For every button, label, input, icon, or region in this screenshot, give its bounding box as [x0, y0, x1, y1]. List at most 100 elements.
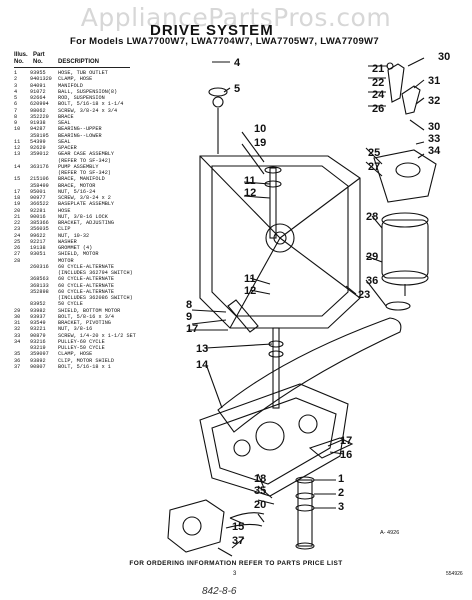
- header-divider: [14, 67, 130, 68]
- part-description: BOLT, 5/16-18 x 1: [58, 363, 111, 370]
- part-number: 83952: [30, 301, 46, 308]
- part-number: 95001: [30, 188, 46, 195]
- illus-number: 17: [14, 188, 21, 195]
- callout-5: 24: [372, 89, 385, 101]
- callout-33: 35: [254, 485, 267, 497]
- callout-36: 2: [338, 487, 345, 499]
- part-number: 90977: [30, 195, 46, 201]
- part-number: 93051: [30, 251, 46, 258]
- part-number: 352898: [30, 288, 49, 295]
- part-number: 93221: [30, 326, 46, 333]
- part-description: BRACKET, ADJUSTING: [58, 220, 115, 226]
- callout-6: 26: [372, 103, 385, 115]
- part-description: (REFER TO SF-342): [58, 170, 111, 176]
- callout-38: 15: [232, 521, 245, 533]
- part-number: 93937: [30, 313, 46, 320]
- parts-row: (REFER TO SF-342): [14, 158, 164, 164]
- part-description: MOTOR: [58, 257, 74, 264]
- part-description: BRACE, MANIFOLD: [58, 176, 105, 183]
- illus-number: 27: [14, 251, 21, 258]
- illus-number: 9: [14, 120, 18, 126]
- part-description: NUT, 5/16-24: [58, 188, 96, 195]
- illus-number: 13: [14, 151, 21, 158]
- illus-number: 28: [14, 257, 21, 264]
- drive-system-diagram: [167, 57, 437, 557]
- illus-number: 12: [14, 145, 21, 151]
- part-number: 98062: [30, 107, 46, 114]
- part-description: SEAL: [58, 120, 71, 126]
- illus-number: 1: [14, 70, 18, 76]
- part-description: HOSE: [58, 207, 71, 214]
- callout-11: 33: [428, 133, 441, 145]
- part-number: 368133: [30, 282, 49, 289]
- callout-18: 12: [244, 187, 257, 199]
- part-number: 93982: [30, 307, 46, 314]
- callout-21: 36: [366, 275, 379, 287]
- part-number: 92664: [30, 95, 46, 101]
- part-description: (INCLUDES 362086 SWITCH): [58, 295, 133, 301]
- part-number: 366522: [30, 201, 49, 208]
- part-description: SHIELD, MOTOR: [58, 251, 99, 258]
- part-description: GEAR CASE ASSEMBLY: [58, 151, 115, 158]
- part-description: SPACER: [58, 145, 77, 151]
- callout-9: 5: [234, 83, 241, 95]
- illus-number: 10: [14, 126, 21, 133]
- callout-16: 27: [368, 161, 381, 173]
- part-number: 90879: [30, 332, 46, 339]
- part-description: CLIP, MOTOR SHIELD: [58, 357, 115, 364]
- part-description: SCREW, 1/4-20 x 1-1/2 SET: [58, 332, 136, 339]
- illus-number: 5: [14, 95, 18, 101]
- callout-8: 4: [234, 57, 241, 69]
- callout-2: 21: [372, 63, 385, 75]
- parts-row: (INCLUDES 362794 SWITCH): [14, 270, 164, 276]
- part-description: NUT, 3/8-16 LOCK: [58, 213, 108, 220]
- illus-number: 32: [14, 326, 21, 333]
- part-number: 93892: [30, 357, 46, 364]
- handwritten-note: 842-8-6: [202, 586, 237, 597]
- callout-32: 18: [254, 473, 267, 485]
- part-description: MANIFOLD: [58, 82, 83, 89]
- part-description: SHIELD, BOTTOM MOTOR: [58, 307, 121, 314]
- ordering-note: FOR ORDERING INFORMATION REFER TO PARTS …: [129, 560, 343, 567]
- part-number: 359097: [30, 351, 49, 358]
- part-description: PULLEY-50 CYCLE: [58, 345, 105, 351]
- callout-17: 11: [244, 175, 256, 187]
- part-description: GROMMET (4): [58, 245, 93, 251]
- callout-39: 37: [232, 535, 245, 547]
- part-description: (INCLUDES 362794 SWITCH): [58, 270, 133, 276]
- part-description: 50 CYCLE: [58, 301, 83, 308]
- part-number: 54399: [30, 138, 46, 145]
- parts-row: 17 95001 NUT, 5/16-24: [14, 189, 164, 195]
- part-number: 92217: [30, 238, 46, 245]
- illus-number: 6: [14, 101, 18, 108]
- callout-22: 11: [244, 273, 256, 285]
- callout-3: 31: [428, 75, 441, 87]
- part-description: HOSE, TUB OUTLET: [58, 70, 108, 76]
- illus-number: 25: [14, 238, 21, 245]
- part-number: 215106: [30, 176, 49, 183]
- illus-number: 8: [14, 113, 18, 120]
- part-number: 94287: [30, 126, 46, 133]
- part-header: Part No.: [33, 52, 45, 66]
- illus-number: 20: [14, 207, 21, 214]
